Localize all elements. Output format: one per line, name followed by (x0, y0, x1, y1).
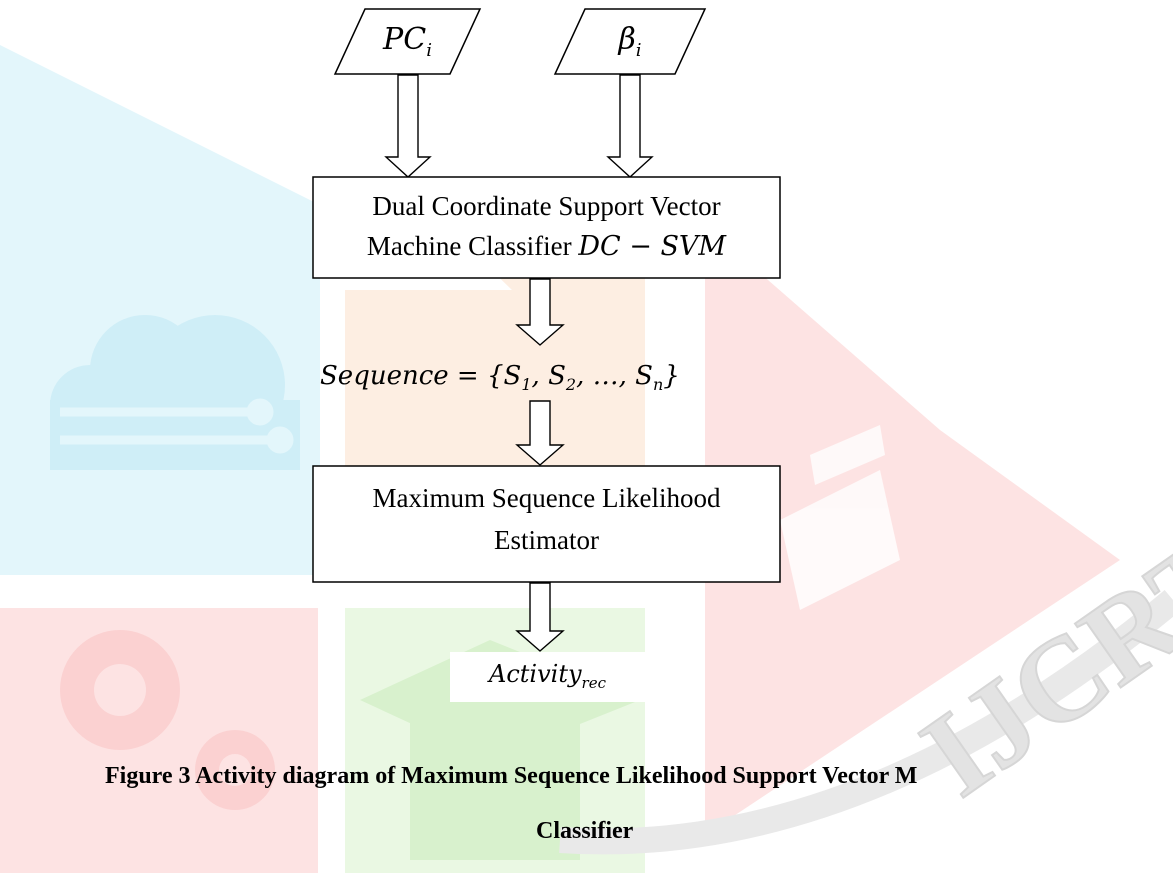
arrow-pc-to-classifier (384, 74, 432, 178)
arrow-beta-to-classifier (606, 74, 654, 178)
watermark-cloud-icon (50, 315, 300, 470)
figure-caption-line2: Classifier (536, 818, 634, 844)
watermark-book-icon (780, 425, 900, 610)
estimator-label-line1: Maximum Sequence Likelihood (372, 483, 721, 513)
watermark-swoosh (559, 589, 1173, 855)
estimator-box (312, 465, 781, 583)
classifier-label-line2: Machine Classifier DC − SVM (366, 231, 727, 262)
watermark-logo (0, 45, 1173, 873)
input-beta-shape (553, 8, 707, 75)
input-pc-label: PCi (383, 22, 432, 61)
watermark-red-shape (705, 225, 1120, 835)
input-beta-label: βi (618, 22, 642, 61)
watermark-circuit-lines (60, 398, 294, 454)
classifier-box (312, 176, 781, 279)
estimator-label: Maximum Sequence Likelihood Estimator (313, 480, 780, 558)
output-activity-label: Activityrec (450, 652, 645, 702)
arrow-classifier-to-sequence (515, 278, 565, 346)
arrow-estimator-to-output (515, 582, 565, 652)
classifier-label: Dual Coordinate Support Vector Machine C… (313, 188, 780, 265)
arrow-sequence-to-estimator (515, 400, 565, 466)
input-pc-shape (333, 8, 482, 75)
sequence-label: Sequence = {S1, S2, …, Sn} (320, 361, 680, 395)
figure-caption-line1: Figure 3 Activity diagram of Maximum Seq… (105, 763, 918, 789)
estimator-label-line2: Estimator (494, 525, 599, 555)
watermark-cyan-shape (0, 45, 320, 575)
classifier-label-line1: Dual Coordinate Support Vector (372, 191, 721, 221)
